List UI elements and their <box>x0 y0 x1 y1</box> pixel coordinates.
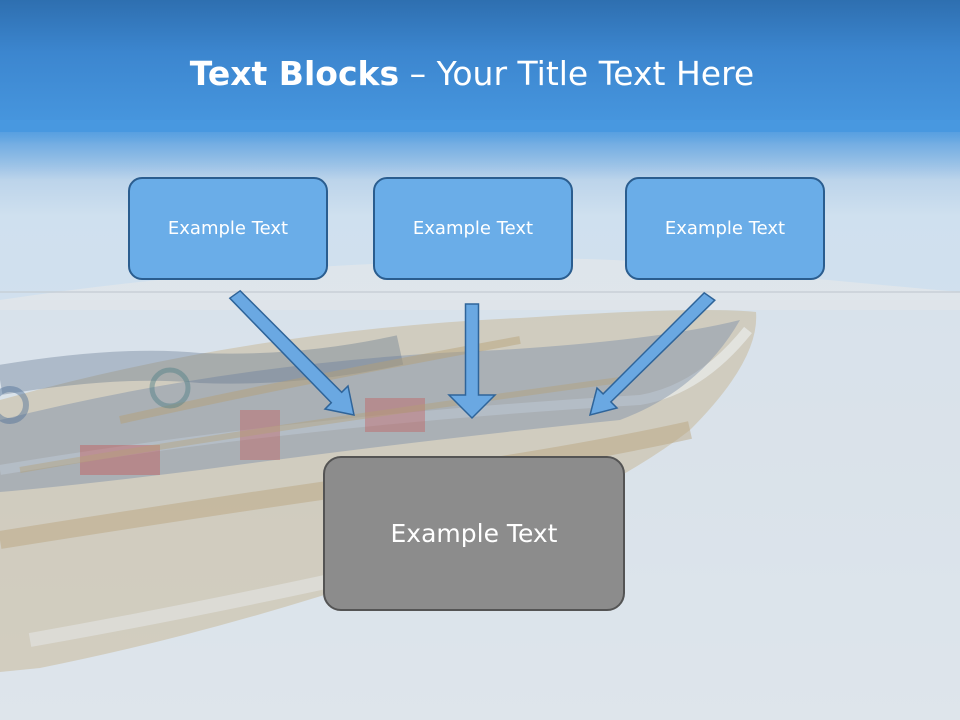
sky-fade <box>0 120 960 180</box>
text-block-label: Example Text <box>167 218 289 239</box>
text-block-top-2[interactable]: Example Text <box>373 177 573 280</box>
arrow-center-down <box>447 303 497 420</box>
title-rest: Your Title Text Here <box>436 54 755 93</box>
arrow-left-diagonal <box>228 289 355 416</box>
text-block-bottom[interactable]: Example Text <box>323 456 625 611</box>
title-bold-part: Text Blocks <box>189 54 400 93</box>
slide-title: Text Blocks – Your Title Text Here <box>0 52 944 96</box>
title-separator: – <box>399 54 437 93</box>
text-block-label: Example Text <box>664 218 786 239</box>
text-block-top-3[interactable]: Example Text <box>625 177 825 280</box>
text-block-label: Example Text <box>412 218 534 239</box>
text-block-top-1[interactable]: Example Text <box>128 177 328 280</box>
arrow-right-diagonal <box>588 291 716 417</box>
text-block-label: Example Text <box>390 519 558 548</box>
title-band <box>0 0 960 132</box>
